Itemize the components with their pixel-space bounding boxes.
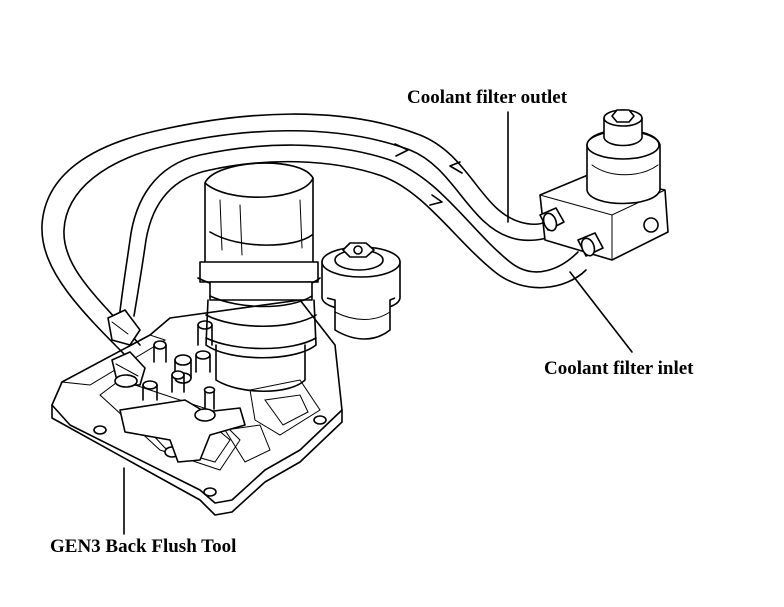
secondary-filter bbox=[321, 242, 401, 340]
elbow-fittings bbox=[107, 309, 146, 388]
coolant-filter-outlet-label: Coolant filter outlet bbox=[407, 87, 568, 108]
hose-loops bbox=[41, 113, 587, 361]
coolant-filter-inlet-label: Coolant filter inlet bbox=[544, 358, 694, 379]
coolant-filter-housing bbox=[539, 109, 669, 261]
leader-lines bbox=[123, 111, 633, 535]
base-plate bbox=[51, 299, 343, 516]
main-filter bbox=[197, 162, 321, 393]
inlet-leader bbox=[569, 271, 633, 353]
gen3-back-flush-tool-label: GEN3 Back Flush Tool bbox=[50, 536, 237, 557]
